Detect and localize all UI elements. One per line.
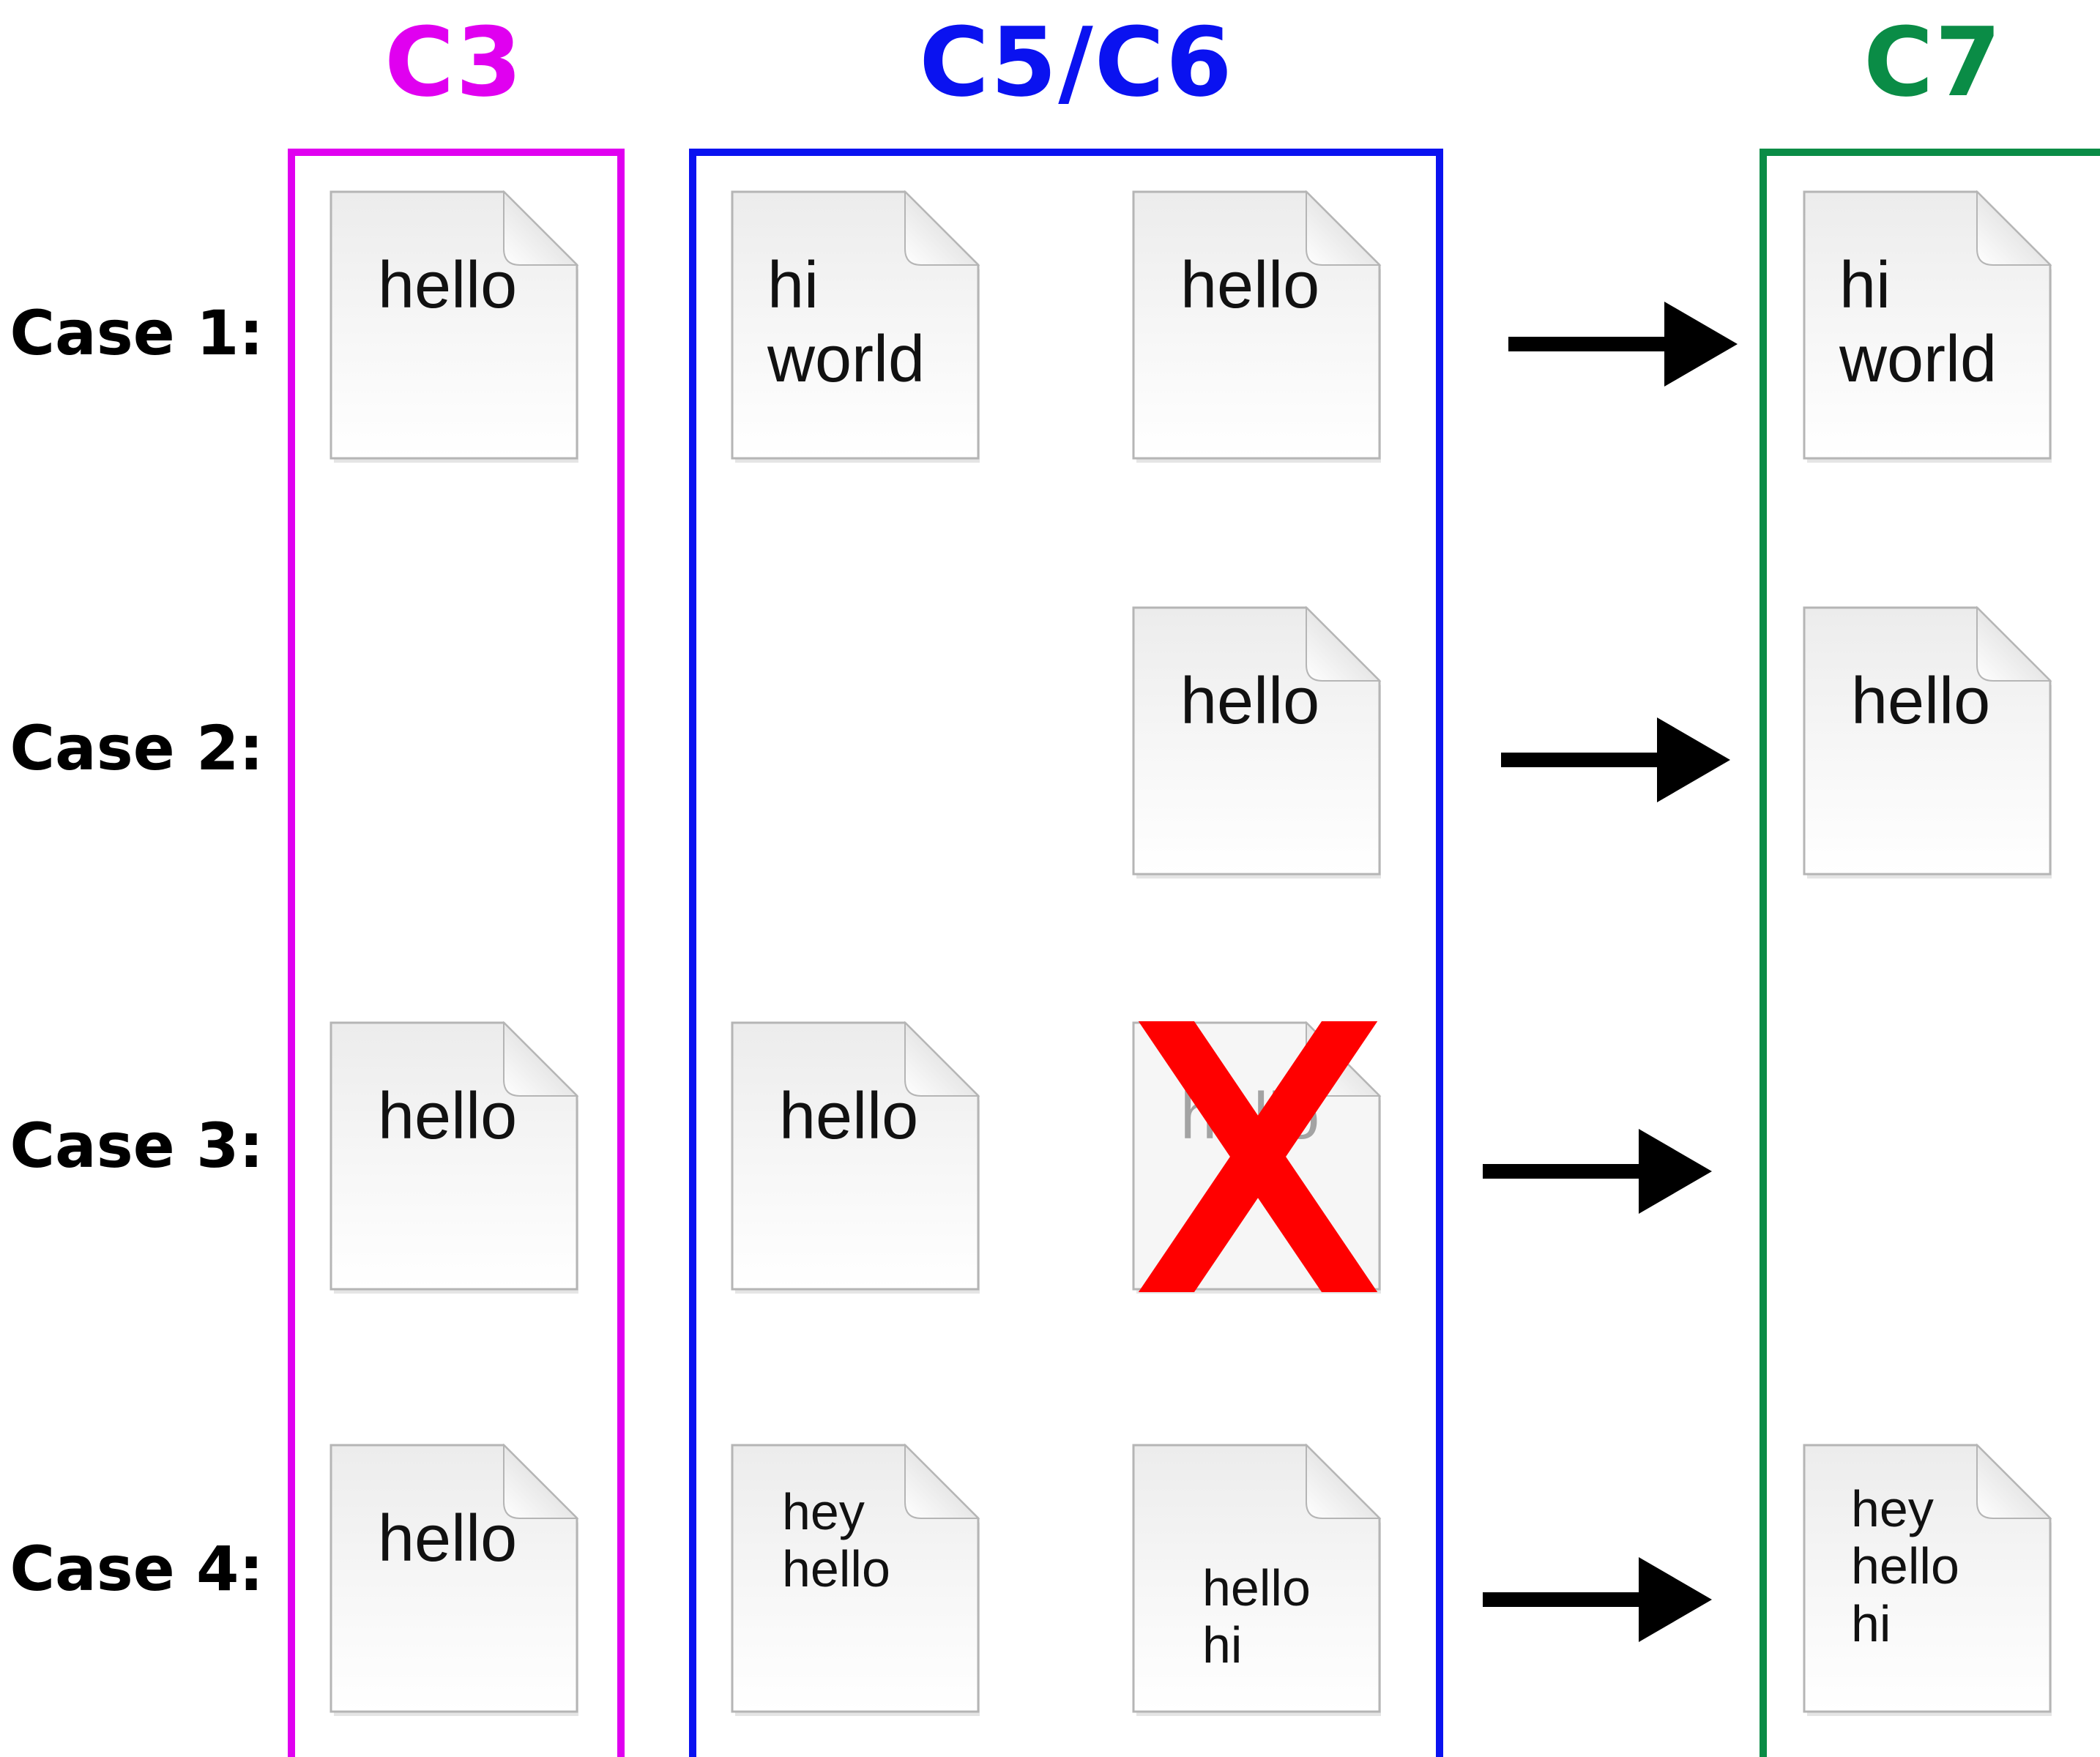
- file-text-line: hello: [1851, 1537, 1959, 1595]
- file-text-line: hey: [1851, 1480, 1934, 1537]
- right-arrow-icon: [1508, 302, 1738, 387]
- case1-c5-file: hi world: [731, 190, 981, 463]
- column-box-c7: [1760, 149, 2100, 1757]
- file-text-line: world: [1839, 322, 1997, 396]
- file-text-line: hello: [779, 1080, 919, 1153]
- document-file-icon: [731, 190, 980, 463]
- file-text-line: hello: [378, 1502, 518, 1575]
- document-file-icon: [1803, 605, 2052, 878]
- file-text-line: hi: [1202, 1616, 1243, 1674]
- file-text-line: hi: [1839, 249, 1891, 322]
- file-text-line: hello: [378, 249, 518, 322]
- red-x-icon: [1138, 1021, 1378, 1292]
- document-file-icon: [329, 190, 579, 463]
- column-title-c5-c6: C5/C6: [919, 7, 1234, 118]
- case3-c6-file-deleted: hello: [1132, 1021, 1382, 1294]
- document-file-icon: [1132, 1443, 1382, 1716]
- column-box-c3: [288, 149, 625, 1757]
- file-text-line: hi: [767, 249, 819, 322]
- case3-c3-file: hello: [329, 1021, 580, 1294]
- file-text-line: hello: [1202, 1559, 1311, 1616]
- case-label-3: Case 3:: [10, 1110, 264, 1182]
- case4-c3-file: hello: [329, 1443, 580, 1716]
- column-title-c7: C7: [1863, 7, 2003, 118]
- document-file-icon: [329, 1021, 579, 1294]
- right-arrow-icon: [1483, 1557, 1712, 1642]
- case1-c6-file: hello: [1132, 190, 1382, 463]
- document-file-icon: [731, 1443, 980, 1716]
- case4-c7-file: hey hello hi: [1803, 1443, 2053, 1716]
- document-file-icon: [1803, 1443, 2052, 1716]
- file-text-line: hello: [1180, 249, 1320, 322]
- file-text-line: hello: [1851, 665, 1991, 738]
- case1-c3-file: hello: [329, 190, 580, 463]
- file-text-line: hello: [1180, 665, 1320, 738]
- file-text-line: hi: [1851, 1594, 1891, 1652]
- case4-c5-file: hey hello: [731, 1443, 981, 1716]
- case-label-4: Case 4:: [10, 1533, 264, 1605]
- file-text-line: hello: [378, 1080, 518, 1153]
- case2-c6-file: hello: [1132, 605, 1382, 878]
- document-file-icon: [329, 1443, 579, 1716]
- document-file-icon: [731, 1021, 980, 1294]
- file-text-line: hello: [782, 1540, 890, 1598]
- document-file-icon: [1132, 190, 1382, 463]
- case-label-1: Case 1:: [10, 297, 264, 369]
- case4-c6-file: hello hi: [1132, 1443, 1382, 1716]
- case-label-2: Case 2:: [10, 712, 264, 784]
- case3-c5-file: hello: [731, 1021, 981, 1294]
- document-file-icon: [1132, 605, 1382, 878]
- column-box-c5-c6: [689, 149, 1443, 1757]
- case2-c7-file: hello: [1803, 605, 2053, 878]
- file-text-line: hey: [782, 1483, 865, 1540]
- document-file-icon: [1803, 190, 2052, 463]
- right-arrow-icon: [1501, 717, 1730, 802]
- right-arrow-icon: [1483, 1129, 1712, 1214]
- case1-c7-file: hi world: [1803, 190, 2053, 463]
- column-title-c3: C3: [384, 7, 524, 118]
- file-text-line: world: [767, 322, 926, 396]
